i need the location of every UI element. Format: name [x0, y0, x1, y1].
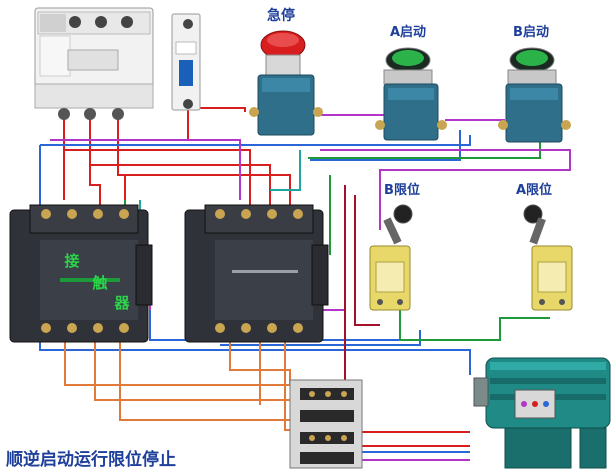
wire-red — [63, 118, 126, 205]
emergency-stop-button: 急停 — [249, 7, 323, 136]
terminal-block — [289, 379, 363, 469]
wire-motor — [360, 431, 470, 447]
b-limit-switch: B限位 — [369, 182, 420, 311]
b-start-button: B启动 — [498, 24, 571, 143]
label-a-limit: A限位 — [516, 182, 552, 198]
a-limit-switch: A限位 — [516, 182, 573, 311]
motor — [473, 357, 611, 469]
contactor-2 — [184, 204, 329, 343]
three-pole-breaker — [34, 7, 154, 120]
label-a-start: A启动 — [390, 24, 426, 40]
contactor-mark-1: 接 — [64, 252, 79, 270]
wire-orange — [64, 330, 300, 421]
contactor-mark-3: 器 — [113, 294, 130, 312]
contactor-mark-2: 触 — [92, 274, 107, 292]
single-pole-breaker — [171, 13, 201, 111]
label-b-limit: B限位 — [384, 182, 420, 198]
label-estop: 急停 — [267, 7, 295, 24]
diagram-caption: 顺逆启动运行限位停止 — [6, 449, 176, 470]
a-start-button: A启动 — [375, 24, 447, 141]
wire-red — [64, 149, 291, 210]
label-b-start: B启动 — [513, 24, 549, 40]
contactor-1: 接 触 器 — [9, 204, 153, 343]
